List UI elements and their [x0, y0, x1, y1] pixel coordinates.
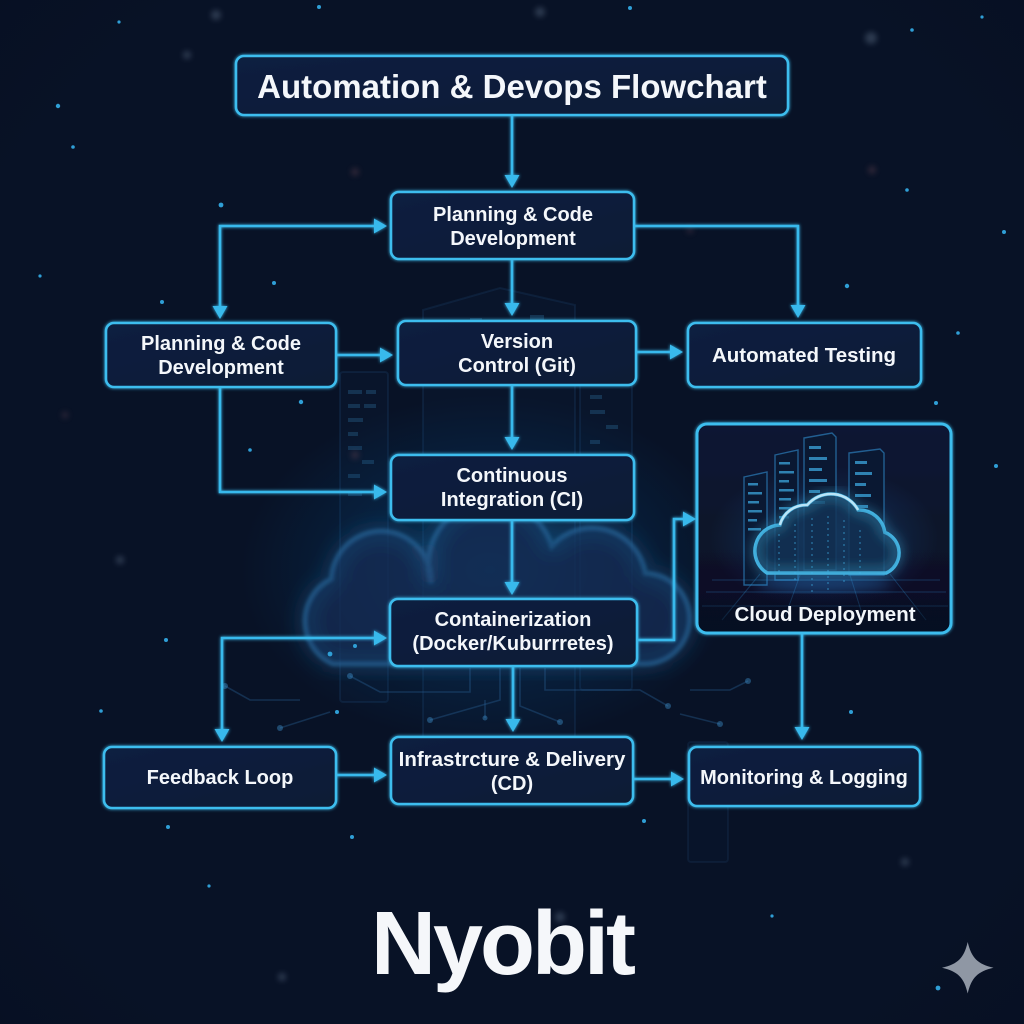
svg-text:Feedback Loop: Feedback Loop [147, 767, 294, 789]
svg-text:Infrastrcture & Delivery: Infrastrcture & Delivery [399, 748, 626, 771]
svg-text:Planning & Code: Planning & Code [141, 333, 301, 355]
svg-text:Nyobit: Nyobit [371, 894, 635, 994]
svg-text:Containerization: Containerization [435, 609, 592, 631]
svg-text:Cloud Deployment: Cloud Deployment [734, 603, 915, 626]
svg-text:Development: Development [450, 228, 576, 250]
svg-text:Automation & Devops Flowchart: Automation & Devops Flowchart [257, 68, 767, 105]
svg-text:(CD): (CD) [491, 773, 533, 795]
svg-text:Monitoring & Logging: Monitoring & Logging [700, 767, 908, 789]
svg-text:(Docker/Kuburrretes): (Docker/Kuburrretes) [412, 633, 613, 655]
svg-text:Continuous: Continuous [456, 465, 567, 487]
svg-text:Planning & Code: Planning & Code [433, 204, 593, 226]
svg-text:Automated Testing: Automated Testing [712, 344, 896, 367]
svg-text:Control (Git): Control (Git) [458, 355, 576, 377]
svg-text:Version: Version [481, 331, 553, 353]
svg-text:Integration (CI): Integration (CI) [441, 489, 583, 511]
svg-text:Development: Development [158, 357, 284, 379]
